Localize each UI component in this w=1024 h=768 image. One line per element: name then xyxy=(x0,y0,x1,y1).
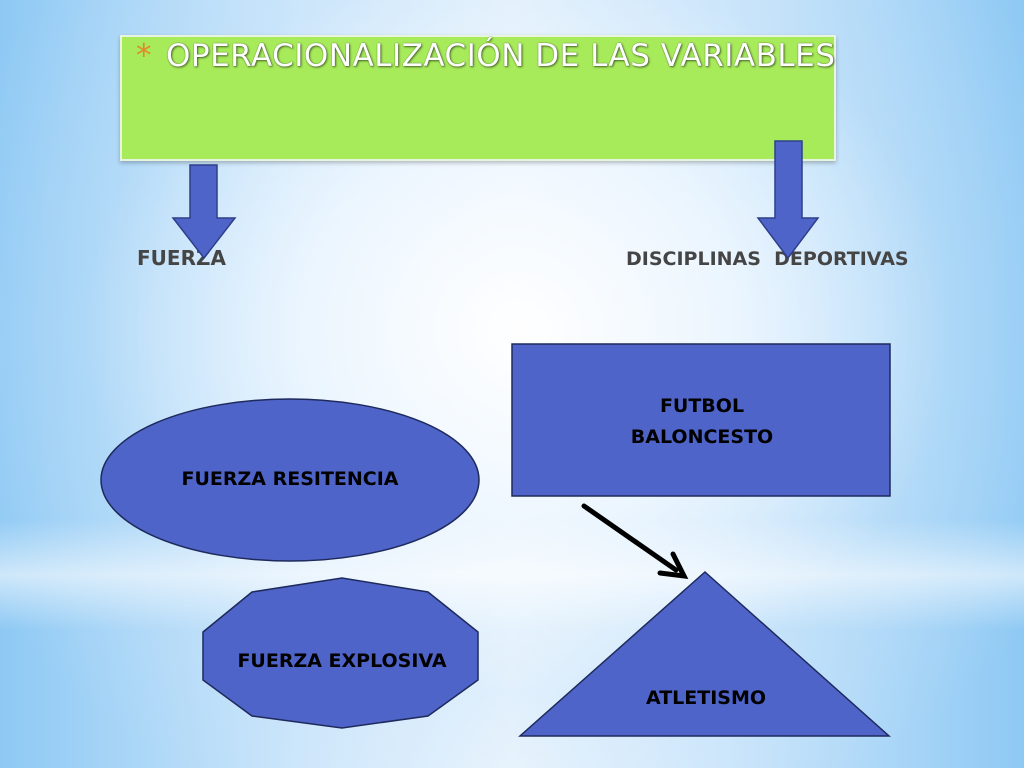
triangle-text: ATLETISMO xyxy=(645,687,767,709)
connector-arrow-head xyxy=(657,551,689,580)
fuerza-resistencia-ellipse xyxy=(100,398,480,562)
connector-arrow-line xyxy=(581,503,679,573)
title-bullet: * xyxy=(136,38,152,74)
down-arrow-right xyxy=(756,140,820,260)
ellipse-text: FUERZA RESITENCIA xyxy=(181,468,399,490)
disciplinas-rectangle xyxy=(511,343,891,497)
octagon-text: FUERZA EXPLOSIVA xyxy=(237,650,447,672)
rectangle-text-baloncesto: BALONCESTO xyxy=(630,426,774,448)
title-box xyxy=(120,35,836,161)
title-text: OPERACIONALIZACIÓN DE LAS VARIABLES xyxy=(166,38,836,74)
down-arrow-left xyxy=(171,164,237,260)
fuerza-explosiva-octagon xyxy=(202,577,479,729)
rectangle-text-futbol: FUTBOL xyxy=(659,395,745,417)
slide-title: * OPERACIONALIZACIÓN DE LAS VARIABLES xyxy=(136,38,835,74)
variable-disciplinas-label: DISCIPLINAS DEPORTIVAS xyxy=(626,248,909,270)
atletismo-triangle xyxy=(518,570,891,737)
